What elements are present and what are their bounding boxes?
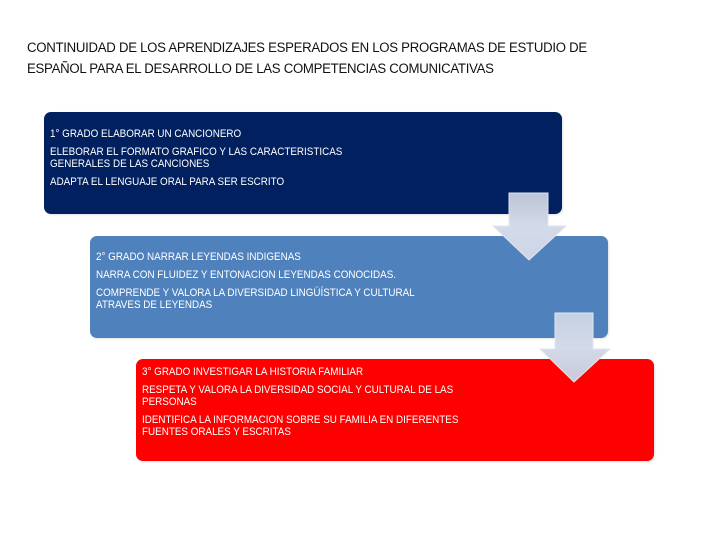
step-1-item-1-line-1: ELEBORAR EL FORMATO GRAFICO Y LAS CARACT… (50, 146, 343, 158)
step-1-heading: 1° GRADO ELABORAR UN CANCIONERO (50, 128, 242, 140)
title-line-1: CONTINUIDAD DE LOS APRENDIZAJES ESPERADO… (27, 40, 587, 56)
step-1-box: 1° GRADO ELABORAR UN CANCIONERO ELEBORAR… (44, 112, 562, 214)
step-3-item-1: RESPETA Y VALORA LA DIVERSIDAD SOCIAL Y … (142, 384, 618, 408)
down-arrow-icon (538, 312, 612, 383)
step-2-item-1: NARRA CON FLUIDEZ Y ENTONACION LEYENDAS … (96, 269, 572, 281)
step-1-item-1: ELEBORAR EL FORMATO GRAFICO Y LAS CARACT… (50, 146, 526, 170)
step-1-item-2-line-1: ADAPTA EL LENGUAJE ORAL PARA SER ESCRITO (50, 176, 285, 188)
page-title: CONTINUIDAD DE LOS APRENDIZAJES ESPERADO… (27, 38, 659, 80)
step-2-item-2: COMPRENDE Y VALORA LA DIVERSIDAD LINGÜÍS… (96, 287, 572, 311)
step-3-item-2-line-2: FUENTES ORALES Y ESCRITAS (142, 426, 291, 438)
step-2-item-2-line-1: COMPRENDE Y VALORA LA DIVERSIDAD LINGÜÍS… (96, 287, 415, 299)
step-3-item-2-line-1: IDENTIFICA LA INFORMACION SOBRE SU FAMIL… (142, 414, 459, 426)
down-arrow-icon (492, 192, 568, 261)
step-2-item-1-line-1: NARRA CON FLUIDEZ Y ENTONACION LEYENDAS … (96, 269, 397, 281)
title-line-2: ESPAÑOL PARA EL DESARROLLO DE LAS COMPET… (27, 61, 494, 77)
step-3-item-2: IDENTIFICA LA INFORMACION SOBRE SU FAMIL… (142, 414, 618, 438)
step-1-item-1-line-2: GENERALES DE LAS CANCIONES (50, 158, 210, 170)
step-1-item-2: ADAPTA EL LENGUAJE ORAL PARA SER ESCRITO (50, 176, 526, 188)
step-3-item-1-line-1: RESPETA Y VALORA LA DIVERSIDAD SOCIAL Y … (142, 384, 454, 396)
step-3-heading: 3° GRADO INVESTIGAR LA HISTORIA FAMILIAR (142, 366, 364, 378)
step-2-heading: 2° GRADO NARRAR LEYENDAS INDIGENAS (96, 251, 301, 263)
step-2-item-2-line-2: ATRAVES DE LEYENDAS (96, 299, 213, 311)
step-3-item-1-line-2: PERSONAS (142, 396, 197, 408)
